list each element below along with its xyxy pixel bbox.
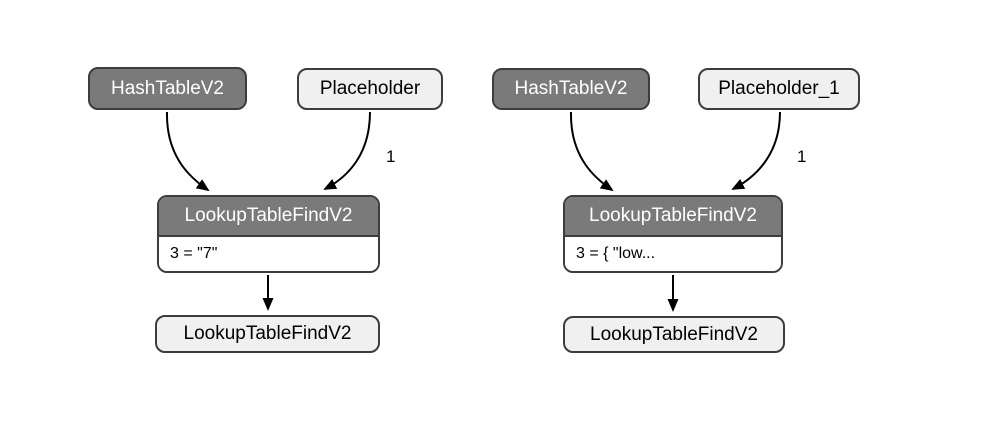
node-lookuptablefindv2-left[interactable]: LookupTableFindV2 3 = "7" — [157, 195, 380, 273]
edge-label-left: 1 — [386, 147, 395, 166]
node-placeholder-left[interactable]: Placeholder — [297, 68, 443, 110]
edge-placeholder-to-lookup-left — [323, 111, 371, 190]
node-hashtablev2-left[interactable]: HashTableV2 — [88, 67, 247, 110]
edge-hashtable-to-lookup-left — [165, 111, 210, 192]
node-header: LookupTableFindV2 — [565, 197, 781, 237]
node-hashtablev2-right[interactable]: HashTableV2 — [492, 68, 650, 110]
edge-label-right: 1 — [797, 147, 806, 166]
node-attribute: 3 = "7" — [159, 237, 378, 271]
node-lookuptablefindv2-result-right[interactable]: LookupTableFindV2 — [563, 316, 785, 353]
node-lookuptablefindv2-result-left[interactable]: LookupTableFindV2 — [155, 315, 380, 353]
node-placeholder1-right[interactable]: Placeholder_1 — [698, 68, 860, 110]
edge-hashtable-to-lookup-right — [569, 111, 614, 192]
node-lookuptablefindv2-right[interactable]: LookupTableFindV2 3 = { "low... — [563, 195, 783, 273]
node-header: LookupTableFindV2 — [159, 197, 378, 237]
edge-placeholder1-to-lookup-right — [731, 111, 781, 190]
node-attribute: 3 = { "low... — [565, 237, 781, 271]
